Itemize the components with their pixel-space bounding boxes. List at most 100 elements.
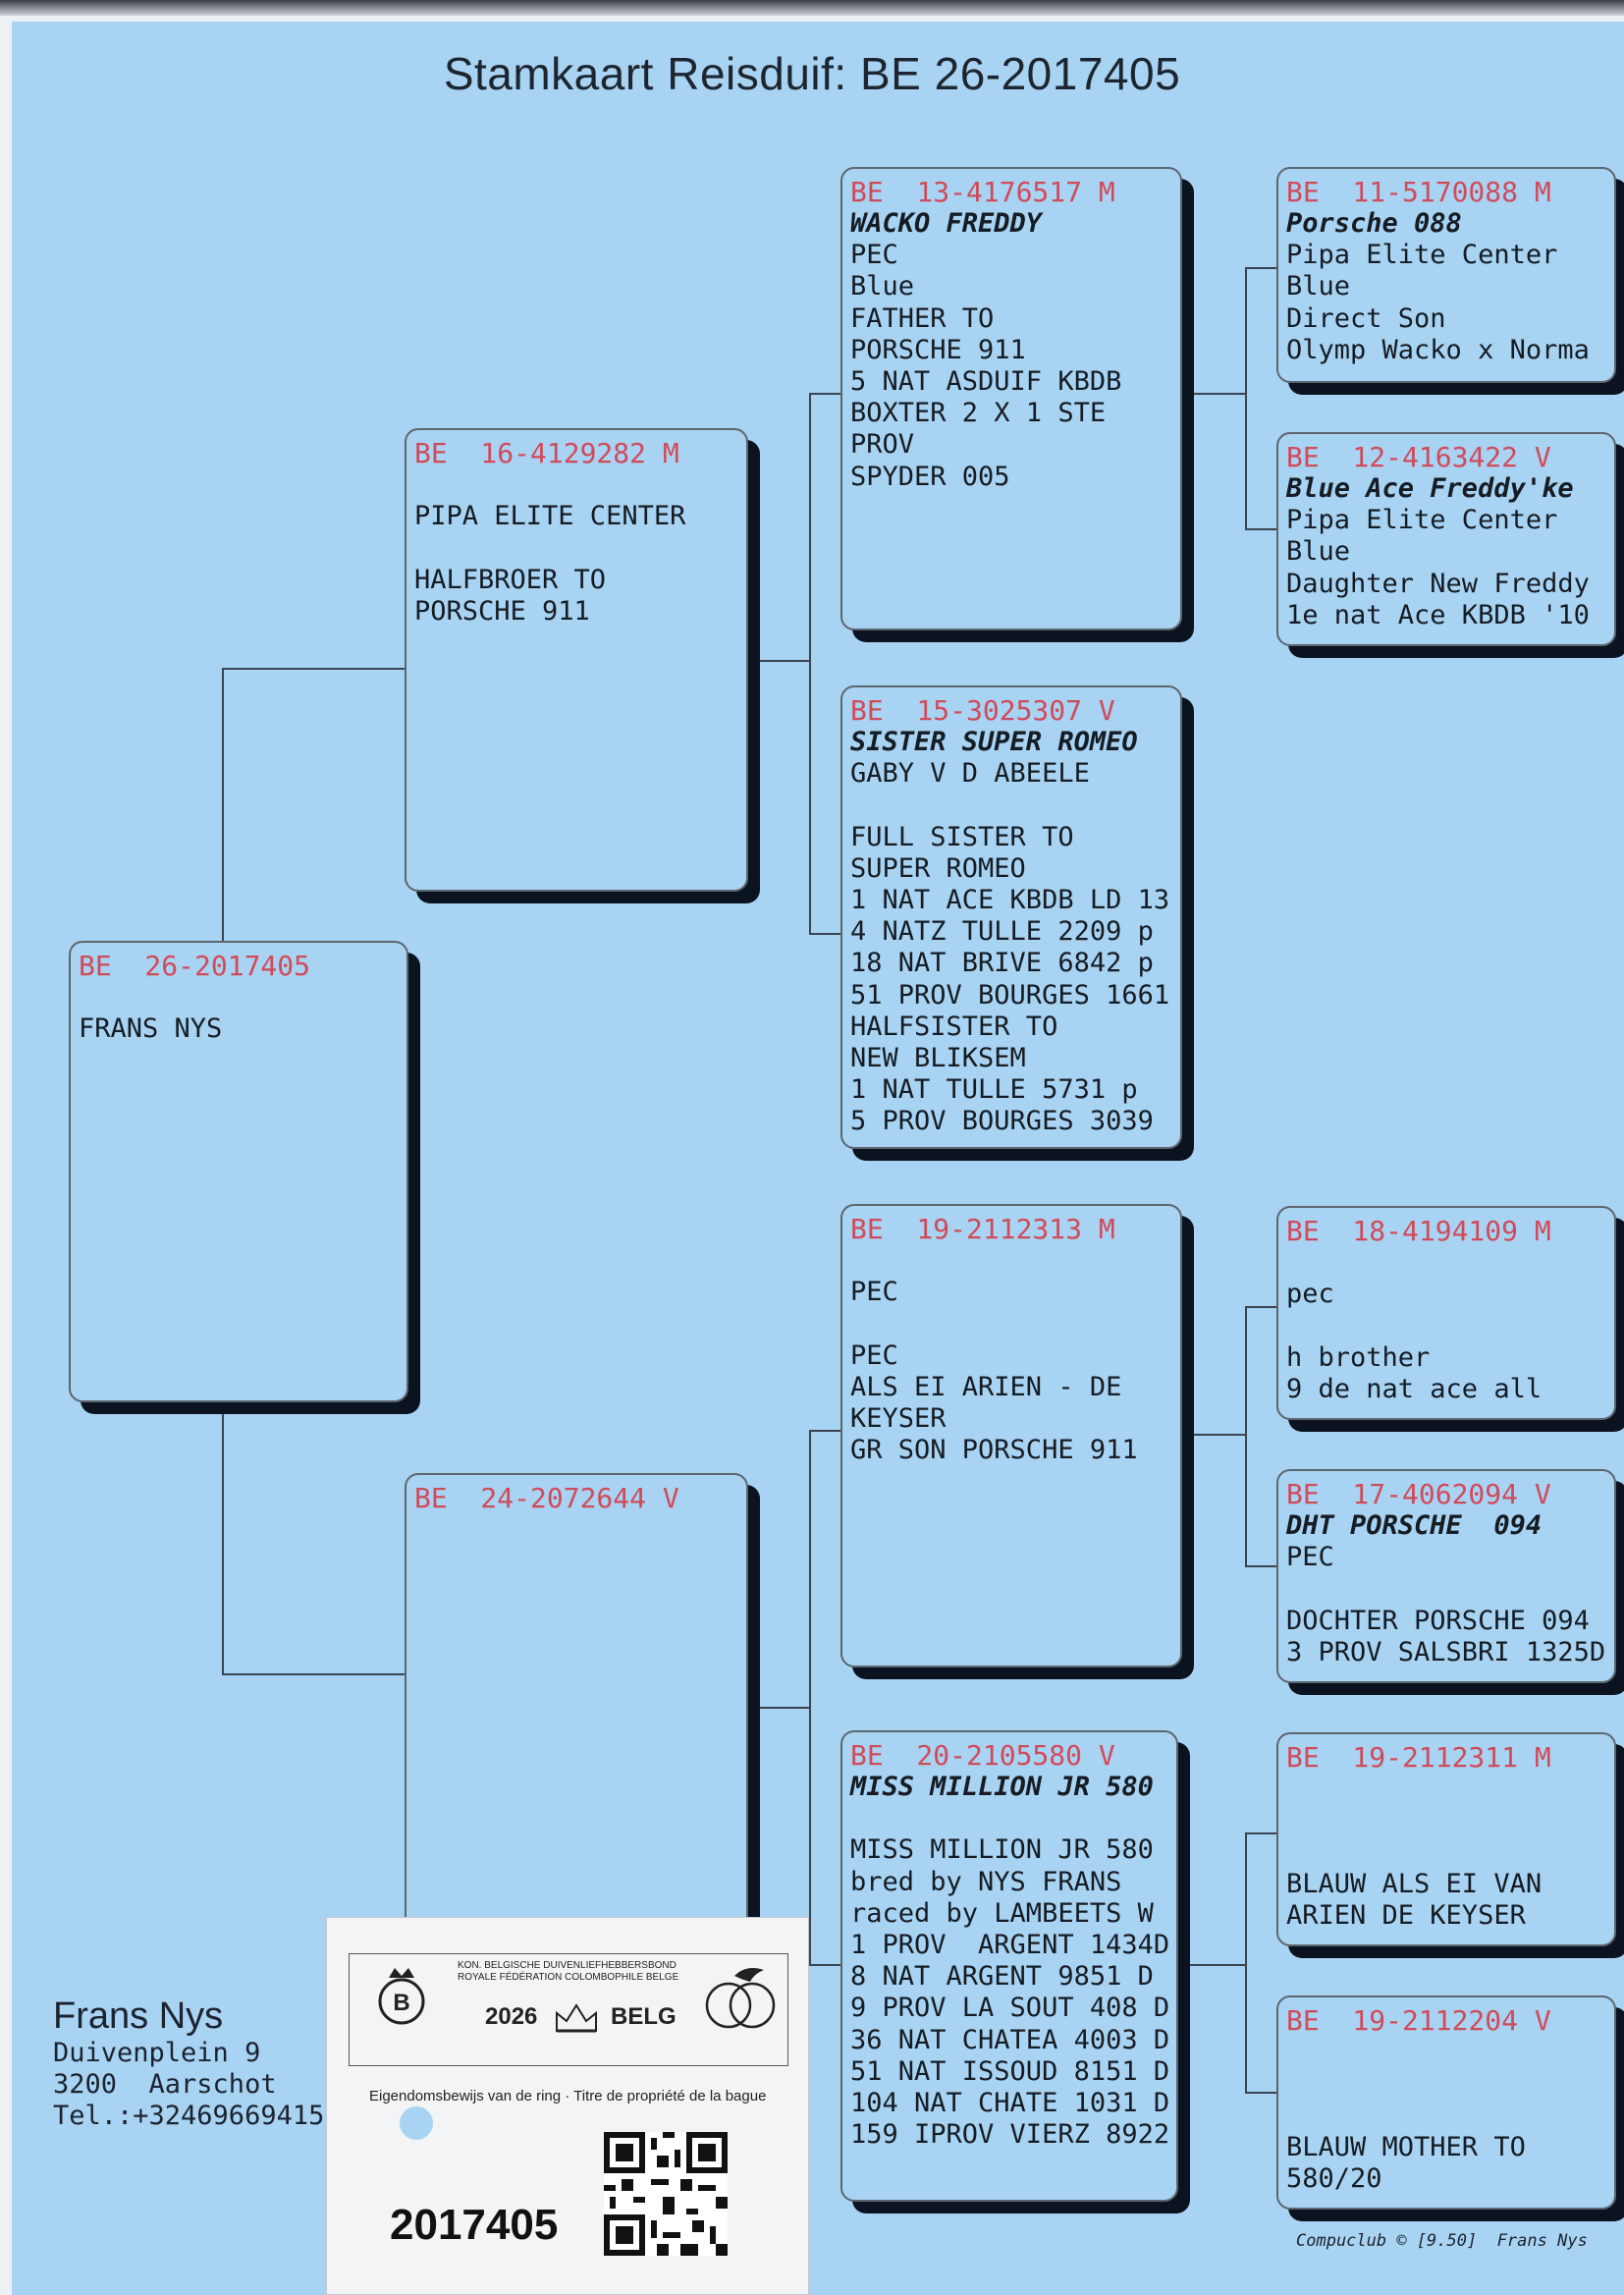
pedigree-info-line: 9 de nat ace all — [1286, 1373, 1543, 1404]
connector — [1245, 528, 1276, 530]
pedigree-info-line: 4 NATZ TULLE 2209 p — [850, 916, 1154, 948]
ring-number: BE 26-2017405 — [79, 950, 311, 982]
federation-name-nl: KON. BELGISCHE DUIVENLIEFHEBBERSBOND — [458, 1960, 677, 1971]
pedigree-info-line — [1286, 2100, 1614, 2131]
ring-number: BE 19-2112204 V — [1286, 2004, 1551, 2037]
pedigree-info-line: MISS MILLION JR 580 — [850, 1834, 1154, 1866]
pedigree-info-line — [850, 1803, 1176, 1834]
connector — [809, 1430, 842, 1432]
connector — [809, 933, 842, 935]
connector — [748, 1707, 809, 1709]
pedigree-info-line — [850, 1245, 1180, 1277]
page-title: Stamkaart Reisduif: BE 26-2017405 — [443, 48, 1181, 99]
connector — [809, 1964, 842, 1966]
pedigree-info-line: SUPER ROMEO — [850, 852, 1026, 884]
connector — [1245, 1306, 1276, 1308]
ring-number: BE 24-2072644 V — [414, 1482, 679, 1514]
pedigree-info-line: 1 NAT ACE KBDB LD 13 — [850, 885, 1170, 915]
pigeon-name: MISS MILLION JR 580 — [850, 1772, 1154, 1802]
pedigree-info-line: GABY V D ABEELE — [850, 758, 1090, 790]
owner-address: Frans Nys Duivenplein 9 3200 Aarschot Te… — [53, 1995, 324, 2132]
pedigree-info-line: GR SON PORSCHE 911 — [850, 1435, 1138, 1466]
pedigree-info-line: NEW BLIKSEM — [850, 1043, 1026, 1074]
pedigree-info-line: 159 IPROV VIERZ 8922 — [850, 2119, 1170, 2151]
pedigree-info-line: SPYDER 005 — [850, 461, 1010, 492]
pedigree-info-line: PIPA ELITE CENTER — [414, 501, 686, 532]
ring-year: 2026 — [485, 2003, 538, 2030]
pedigree-info-line — [1286, 2037, 1614, 2068]
owner-street: Duivenplein 9 — [53, 2038, 261, 2068]
federation-name: KON. BELGISCHE DUIVENLIEFHEBBERSBOND ROY… — [458, 1960, 678, 1984]
connector — [1245, 1306, 1247, 1567]
ring-property-text: Eigendomsbewijs van de ring · Titre de p… — [369, 2088, 767, 2104]
pedigree-info-line: FRANS NYS — [79, 1013, 223, 1045]
connector — [222, 1400, 224, 1675]
ring-ownership-card: B KON. BELGISCHE DUIVENLIEFHEBBERSBOND R… — [326, 1917, 809, 2295]
ring-number: BE 15-3025307 V — [850, 694, 1115, 727]
connector — [1245, 267, 1247, 530]
sticker-dot — [400, 2106, 433, 2140]
scan-top-edge — [0, 0, 1624, 16]
pedigree-info-line: 1e nat Ace KBDB '10 — [1286, 599, 1590, 630]
pedigree-info-line: 51 NAT ISSOUD 8151 D — [850, 2055, 1170, 2087]
pigeon-name: Porsche 088 — [1286, 208, 1462, 239]
ring-number: 2017405 — [390, 2201, 559, 2249]
pedigree-info-line: 1 PROV ARGENT 1434D — [850, 1930, 1170, 1960]
pedigree-info-line — [1286, 1836, 1614, 1868]
pedigree-info-line: 51 PROV BOURGES 1661 — [850, 979, 1170, 1011]
pedigree-info-line: BLAUW MOTHER TO — [1286, 2131, 1526, 2162]
pedigree-info-line — [1286, 1805, 1614, 1836]
ring-number: BE 18-4194109 M — [1286, 1215, 1551, 1247]
pedigree-info-line — [850, 1308, 1180, 1339]
svg-text:B: B — [393, 1990, 409, 2016]
pedigree-info-line: ARIEN DE KEYSER — [1286, 1899, 1526, 1931]
pedigree-info-line: PORSCHE 911 — [414, 595, 590, 627]
pedigree-info-line: HALFSISTER TO — [850, 1011, 1058, 1042]
pedigree-info-line: 104 NAT CHATE 1031 D — [850, 2088, 1170, 2119]
pedigree-info-line: Pipa Elite Center — [1286, 505, 1558, 536]
pigeon-globe-icon — [705, 1968, 776, 2029]
connector — [1245, 1565, 1276, 1567]
pigeon-name: SISTER SUPER ROMEO — [850, 727, 1138, 757]
qr-code-icon — [604, 2132, 728, 2256]
pedigree-info-line: Direct Son — [1286, 302, 1446, 334]
pedigree-info-line — [414, 532, 746, 564]
owner-phone: Tel.:+32469669415 — [53, 2101, 325, 2131]
ring-number: BE 16-4129282 M — [414, 437, 679, 469]
pedigree-info-line: Daughter New Freddy — [1286, 568, 1590, 599]
ring-number: BE 12-4163422 V — [1286, 441, 1551, 473]
pedigree-info-line: BLAUW ALS EI VAN — [1286, 1868, 1543, 1899]
pedigree-info-line: DOCHTER PORSCHE 094 — [1286, 1605, 1590, 1636]
connector — [809, 393, 842, 395]
pedigree-info-line — [850, 790, 1180, 821]
pedigree-info-line: 36 NAT CHATEA 4003 D — [850, 2024, 1170, 2055]
pedigree-info-line: BOXTER 2 X 1 STE — [850, 398, 1107, 429]
ring-number: BE 13-4176517 M — [850, 176, 1115, 208]
pedigree-info-line: h brother — [1286, 1341, 1431, 1373]
software-footer: Compuclub © [9.50] Frans Nys — [1296, 2231, 1588, 2251]
connector — [809, 1430, 811, 1966]
pigeon-name: WACKO FREDDY — [850, 208, 1043, 239]
connector — [222, 1673, 406, 1675]
connector — [809, 393, 811, 935]
pedigree-info-line: PORSCHE 911 — [850, 334, 1026, 365]
connector — [748, 660, 809, 662]
ring-number: BE 20-2105580 V — [850, 1739, 1115, 1772]
pedigree-info-line: 3 PROV SALSBRI 1325D — [1286, 1636, 1606, 1667]
ring-country: BELG — [611, 2003, 677, 2030]
pedigree-info-line: PEC — [850, 1277, 898, 1308]
connector — [1245, 1832, 1276, 1834]
connector — [1245, 1832, 1247, 2094]
pedigree-info-line: Blue — [850, 271, 915, 302]
connector — [222, 668, 406, 670]
pedigree-info-line: bred by NYS FRANS — [850, 1866, 1122, 1897]
pedigree-info-line: ALS EI ARIEN - DE — [850, 1371, 1122, 1402]
